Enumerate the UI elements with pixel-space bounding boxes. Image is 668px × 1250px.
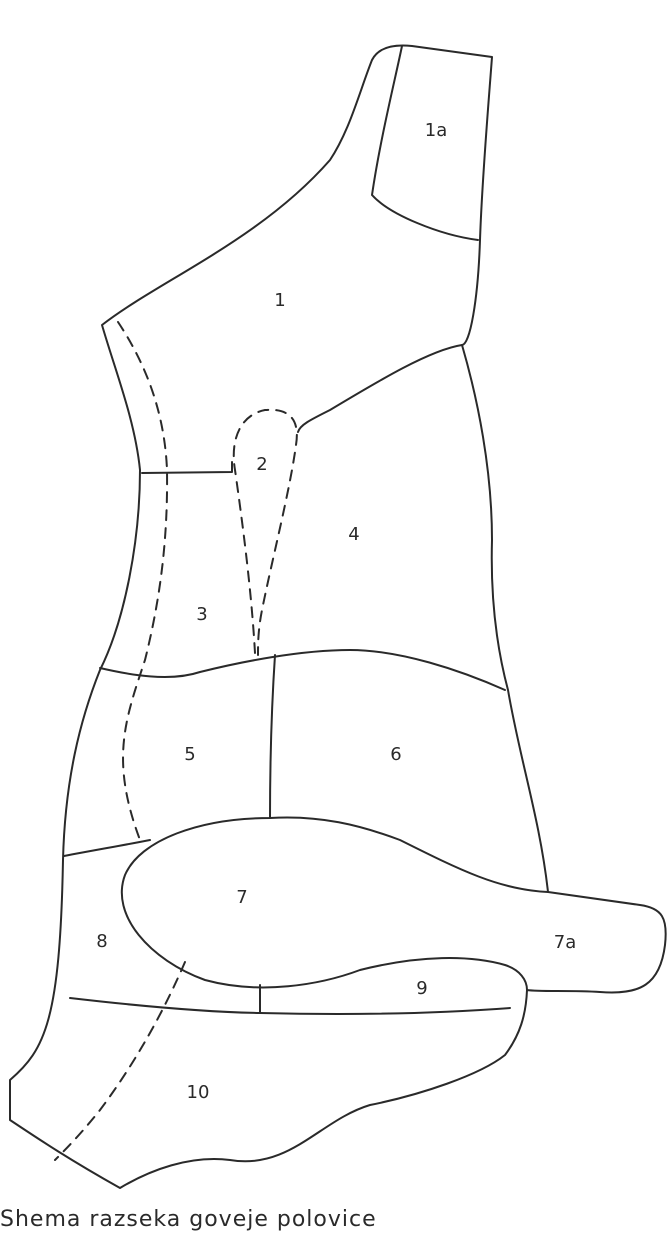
region-5-6-border: [270, 655, 275, 818]
label-9: 9: [416, 978, 427, 999]
diagram-caption: Shema razseka goveje polovice: [0, 1207, 668, 1232]
carcass-outline: [10, 46, 666, 1188]
label-10: 10: [187, 1082, 210, 1103]
region-1a-border: [372, 46, 478, 240]
label-4: 4: [348, 524, 359, 545]
region-1-3-border: [142, 462, 232, 473]
label-7: 7: [236, 887, 247, 908]
region-8-10-border: [70, 998, 510, 1014]
label-1: 1: [274, 290, 285, 311]
label-7a: 7a: [554, 932, 576, 953]
region-5-8-border: [64, 840, 150, 856]
label-5: 5: [184, 744, 195, 765]
label-2: 2: [256, 454, 267, 475]
dashed-line-lower: [55, 962, 185, 1160]
region-middle-border: [100, 650, 505, 690]
region-7-outline: [122, 817, 548, 990]
label-3: 3: [196, 604, 207, 625]
region-2-dashed-outline: [234, 410, 297, 655]
label-1a: 1a: [425, 120, 447, 141]
region-1-4-border: [298, 345, 462, 432]
label-8: 8: [96, 931, 107, 952]
label-6: 6: [390, 744, 401, 765]
